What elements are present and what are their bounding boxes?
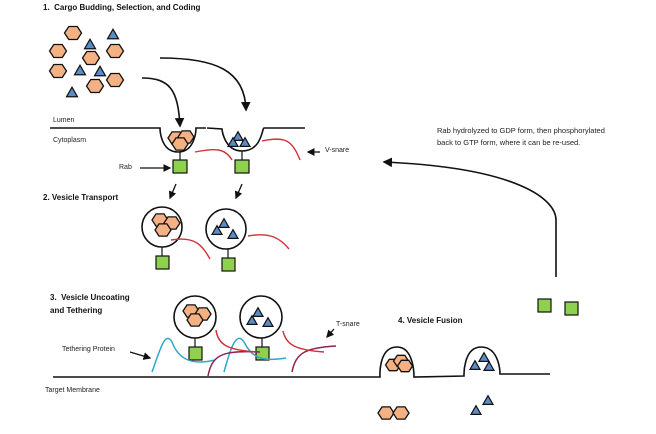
target-membrane	[53, 346, 550, 378]
arrow-cargo-to-tri-bud	[159, 57, 251, 112]
arrow-transport-1	[168, 183, 177, 200]
triangle-cargo	[261, 316, 275, 327]
hexagon-cargo	[186, 313, 204, 327]
hexagon-cargo	[154, 223, 172, 237]
stage-4-title: 4. Vesicle Fusion	[398, 316, 463, 325]
rab-label: Rab	[119, 164, 132, 171]
triangle-cargo	[93, 65, 107, 77]
hexagon-cargo	[63, 25, 83, 41]
t-snare-pointer-arrow	[326, 328, 335, 338]
tethering-protein	[151, 337, 216, 373]
hexagon-cargo	[105, 43, 125, 59]
triangle-cargo	[468, 359, 482, 370]
v-snare-2b	[247, 234, 290, 250]
triangle-cargo	[238, 136, 252, 147]
rab-recycle-note-line1: Rab hydrolyzed to GDP form, then phospho…	[437, 126, 605, 135]
tethering-protein-label: Tethering Protein	[62, 346, 115, 353]
donor-membrane-b	[206, 127, 305, 152]
donor-membrane	[50, 127, 206, 153]
free-rab-square	[564, 301, 579, 316]
triangle-cargo	[231, 130, 245, 141]
v-snare-3b	[282, 330, 325, 353]
vesicle-tri	[205, 208, 247, 250]
stage-3-title: 3. Vesicle Uncoating	[50, 293, 130, 302]
vesicle-tri-tethered	[239, 295, 283, 339]
t-snare	[207, 350, 261, 377]
v-snare-label: V-snare	[325, 147, 350, 154]
hexagon-cargo	[48, 63, 68, 79]
arrow-transport-2	[234, 183, 243, 200]
triangle-cargo	[481, 394, 495, 405]
triangle-cargo	[65, 86, 79, 98]
hexagon-cargo	[48, 43, 68, 59]
stage-3-title-line2: and Tethering	[50, 306, 103, 315]
v-snare-3a	[215, 329, 257, 353]
stage-1-title: 1. Cargo Budding, Selection, and Coding	[43, 3, 201, 12]
hexagon-cargo	[392, 406, 410, 420]
rab-square	[255, 346, 270, 361]
triangle-cargo	[83, 38, 97, 50]
triangle-cargo	[482, 360, 496, 371]
rab-square	[188, 346, 203, 361]
target-membrane-label: Target Membrane	[45, 387, 100, 394]
rab-recycle-note: Rab hydrolyzed to GDP form, then phospho…	[437, 125, 627, 149]
v-snare-2a	[170, 238, 211, 260]
triangle-cargo	[245, 314, 259, 325]
triangle-cargo	[251, 306, 265, 317]
hexagon-cargo	[171, 137, 189, 151]
triangle-cargo	[477, 351, 491, 362]
hexagon-cargo	[396, 359, 414, 373]
t-snare-label: T-snare	[336, 321, 360, 328]
t-snare	[291, 345, 337, 373]
rab-recycle-note-line2: back to GTP form, where it can be re-use…	[437, 138, 581, 147]
hexagon-cargo	[105, 72, 125, 88]
rab-square	[172, 159, 188, 174]
triangle-cargo	[217, 217, 231, 228]
free-rab-square	[537, 298, 552, 313]
hexagon-cargo	[85, 78, 105, 94]
rab-square	[234, 159, 250, 174]
v-snare-1b	[261, 138, 301, 161]
cytoplasm-label: Cytoplasm	[53, 137, 87, 144]
rab-recycle-arrow	[382, 157, 557, 277]
lumen-label: Lumen	[53, 117, 75, 124]
stage-2-title: 2. Vesicle Transport	[43, 193, 119, 202]
triangle-cargo	[226, 136, 240, 147]
arrow-cargo-to-hex-bud	[141, 77, 185, 128]
triangle-cargo	[210, 224, 224, 235]
triangle-cargo	[469, 404, 483, 415]
tethering-protein	[223, 337, 287, 373]
hexagon-cargo	[377, 406, 395, 420]
v-snare-1a	[194, 148, 233, 161]
triangle-cargo	[73, 64, 87, 76]
hexagon-cargo	[81, 50, 101, 66]
tether-pointer-arrow	[129, 351, 152, 360]
rab-square	[155, 255, 170, 270]
rab-square	[221, 257, 236, 272]
triangle-cargo	[226, 228, 240, 239]
triangle-cargo	[106, 28, 120, 40]
